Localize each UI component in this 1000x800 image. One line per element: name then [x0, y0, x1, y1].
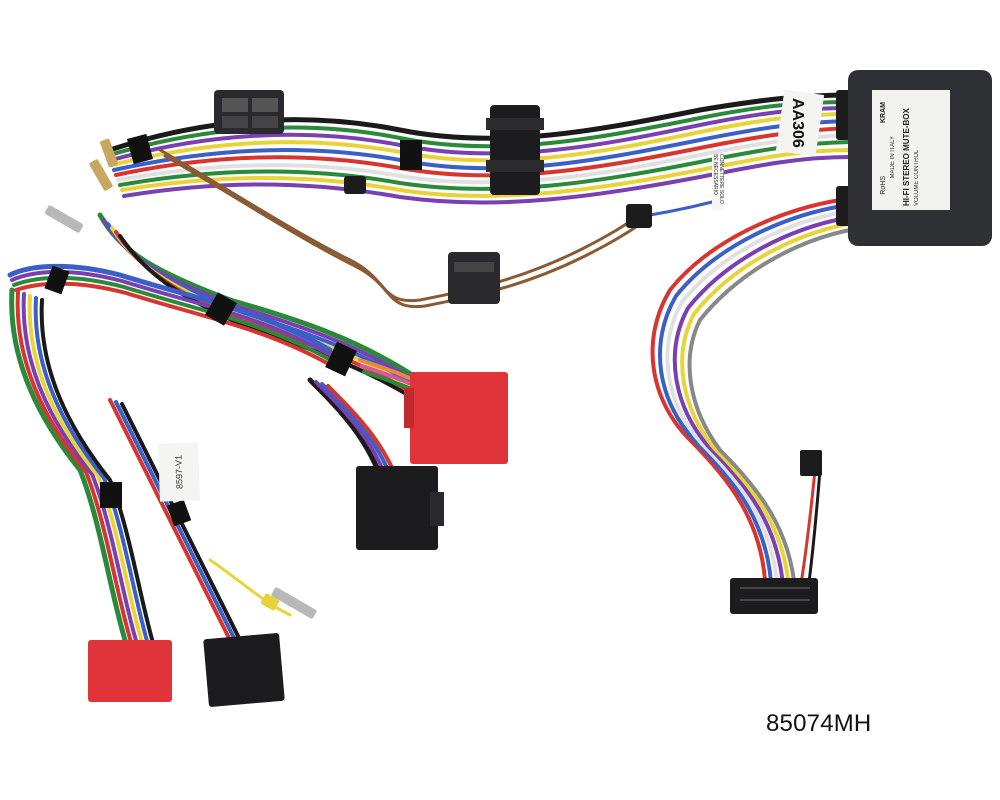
mute-box-module — [775, 70, 992, 246]
left-wire-bundle — [97, 212, 434, 412]
tape-wraps — [44, 133, 422, 527]
small-connector — [344, 176, 366, 194]
red-iso-connector-bottom — [88, 640, 172, 702]
part-number-caption: 85074MH — [766, 710, 872, 737]
fuse-holder — [214, 90, 284, 134]
module-origin: MADE IN ITALY — [890, 136, 896, 179]
module-label-title: HI-FI STEREO MUTE-BOX — [902, 108, 911, 206]
right-wire-bundle — [650, 198, 852, 592]
module-label-subtitle: VOLUME CONTROL — [914, 149, 920, 206]
black-iso-connector-center — [356, 466, 444, 550]
module-brand: KRAM — [880, 102, 887, 123]
multi-pin-connector — [730, 450, 822, 614]
small-plug-connector — [626, 204, 652, 228]
red-iso-connector-center — [404, 372, 508, 464]
connector-note-label: CONNETTERE SOLO SE NECESSARIO — [712, 154, 724, 210]
inline-connector-middle — [448, 252, 500, 304]
black-iso-connector-bottom — [203, 633, 285, 707]
loom-tag-label: 8597-V1 — [158, 442, 200, 502]
module-tag: AA306 — [789, 98, 806, 148]
spade-terminals — [44, 138, 317, 619]
inline-connector-top — [486, 105, 544, 195]
module-rohs: RoHS — [880, 176, 887, 195]
